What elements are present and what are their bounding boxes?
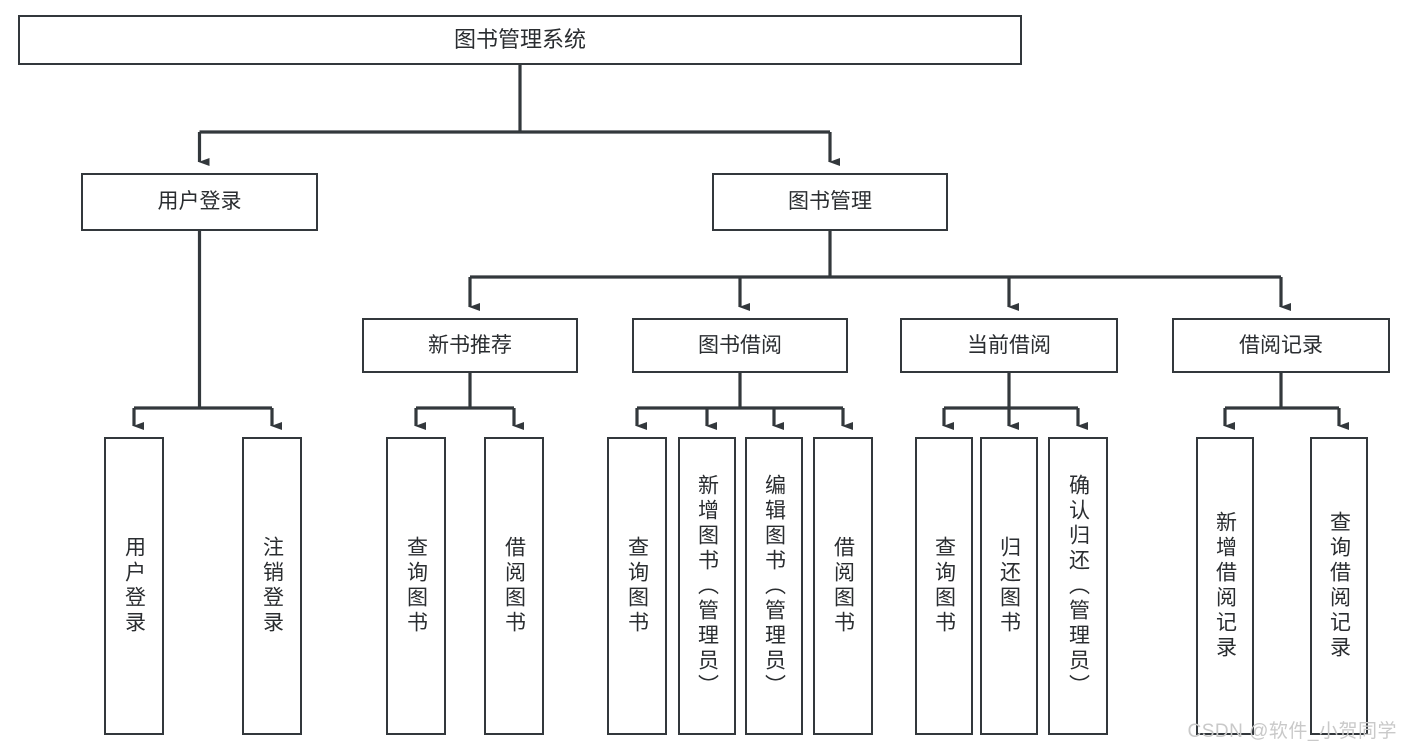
node-level2-book-management[interactable]: 图书管理 xyxy=(712,173,948,231)
node-leaf-confirm-return-admin[interactable]: 确认归还（管理员） xyxy=(1048,437,1108,735)
node-label: 当前借阅 xyxy=(967,333,1051,357)
node-leaf-query-book-current[interactable]: 查询图书 xyxy=(915,437,973,735)
node-level3-new-book-recommend[interactable]: 新书推荐 xyxy=(362,318,578,373)
node-leaf-borrow-book[interactable]: 借阅图书 xyxy=(813,437,873,735)
node-label: 新书推荐 xyxy=(428,333,512,357)
node-leaf-user-logout[interactable]: 注销登录 xyxy=(242,437,302,735)
node-label: 新增借阅记录 xyxy=(1213,511,1237,661)
node-label: 用户登录 xyxy=(157,190,242,214)
node-label: 编辑图书（管理员） xyxy=(762,473,786,699)
node-label: 查询图书 xyxy=(625,536,649,636)
node-leaf-query-book-recommend[interactable]: 查询图书 xyxy=(386,437,446,735)
node-label: 借阅图书 xyxy=(502,536,526,636)
node-label: 查询图书 xyxy=(404,536,428,636)
node-label: 图书管理系统 xyxy=(453,26,586,52)
node-label: 用户登录 xyxy=(122,536,146,636)
node-leaf-query-book-borrow[interactable]: 查询图书 xyxy=(607,437,667,735)
node-label: 图书管理 xyxy=(788,190,872,214)
node-leaf-borrow-book-recommend[interactable]: 借阅图书 xyxy=(484,437,544,735)
node-label: 图书借阅 xyxy=(698,333,782,357)
node-label: 确认归还（管理员） xyxy=(1066,473,1090,699)
node-label: 查询借阅记录 xyxy=(1327,511,1351,661)
node-leaf-user-login[interactable]: 用户登录 xyxy=(104,437,164,735)
node-level3-borrow-record[interactable]: 借阅记录 xyxy=(1172,318,1390,373)
node-leaf-edit-book-admin[interactable]: 编辑图书（管理员） xyxy=(745,437,803,735)
node-root-system[interactable]: 图书管理系统 xyxy=(18,15,1022,65)
node-label: 借阅图书 xyxy=(831,536,855,636)
node-leaf-return-book[interactable]: 归还图书 xyxy=(980,437,1038,735)
node-level3-book-borrow[interactable]: 图书借阅 xyxy=(632,318,848,373)
watermark-text: CSDN @软件_小贺同学 xyxy=(1187,721,1397,742)
node-label: 借阅记录 xyxy=(1239,333,1323,357)
node-leaf-add-borrow-record[interactable]: 新增借阅记录 xyxy=(1196,437,1254,735)
node-label: 归还图书 xyxy=(997,536,1021,636)
node-level3-current-borrow[interactable]: 当前借阅 xyxy=(900,318,1118,373)
node-label: 新增图书（管理员） xyxy=(695,473,719,699)
node-level2-user-login[interactable]: 用户登录 xyxy=(81,173,318,231)
node-leaf-add-book-admin[interactable]: 新增图书（管理员） xyxy=(678,437,736,735)
node-label: 注销登录 xyxy=(260,536,284,636)
node-label: 查询图书 xyxy=(932,536,956,636)
node-leaf-query-borrow-record[interactable]: 查询借阅记录 xyxy=(1310,437,1368,735)
